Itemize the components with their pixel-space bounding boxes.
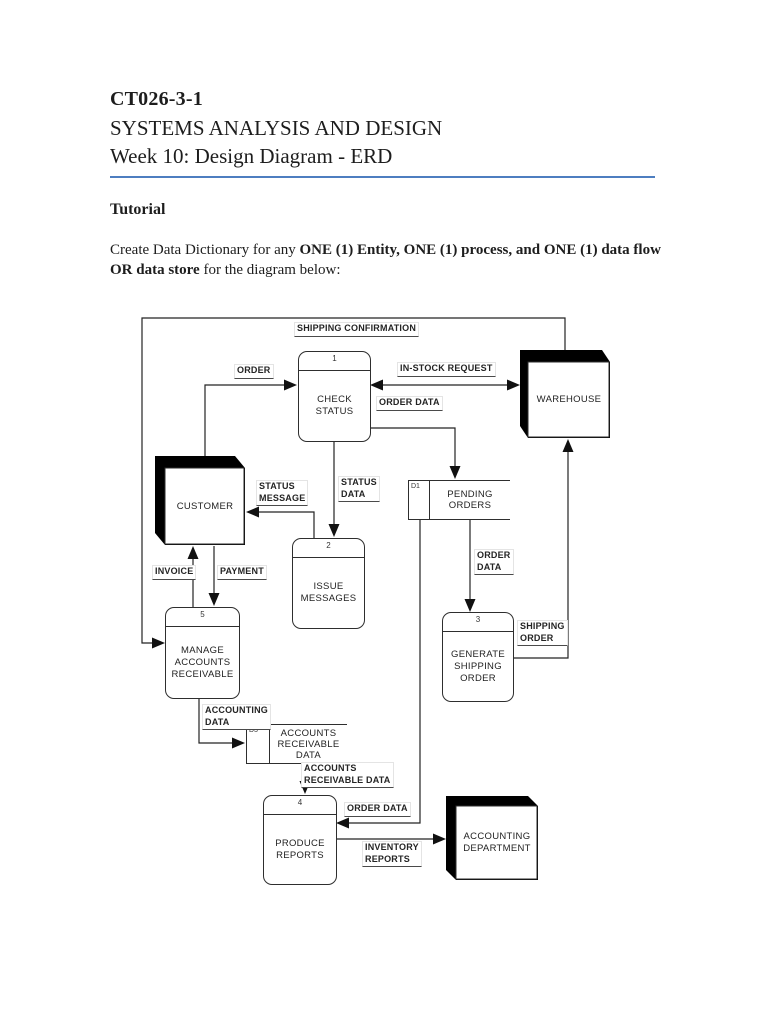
entity-3d-shape (520, 350, 610, 438)
datastore-id: D3 (246, 725, 270, 763)
week-title: Week 10: Design Diagram - ERD (110, 144, 393, 168)
entity-accounting-department: ACCOUNTING DEPARTMENT (446, 796, 538, 880)
flow-label-invoice: INVOICE (152, 565, 197, 580)
datastore-pending-orders: D1 PENDING ORDERS (408, 480, 510, 520)
flow-label-status-data: STATUS DATA (338, 476, 380, 502)
process-name: CHECK STATUS (315, 394, 354, 417)
process-manage-accounts-receivable: 5 MANAGE ACCOUNTS RECEIVABLE (165, 607, 240, 699)
process-number: 3 (443, 613, 513, 632)
flow-label-shipping-confirmation: SHIPPING CONFIRMATION (294, 322, 420, 337)
section-heading: Tutorial (110, 201, 166, 218)
process-number: 4 (264, 796, 336, 815)
process-produce-reports: 4 PRODUCE REPORTS (263, 795, 337, 885)
course-code: CT026-3-1 (110, 88, 203, 110)
datastore-id: D1 (408, 481, 430, 519)
flow-label-accounts-receivable-data: ACCOUNTS RECEIVABLE DATA (301, 762, 394, 788)
process-issue-messages: 2 ISSUE MESSAGES (292, 538, 365, 629)
flow-label-inventory-reports: INVENTORY REPORTS (362, 841, 422, 867)
header-rule-divider (110, 176, 655, 178)
instruction-suffix: for the diagram below: (199, 262, 341, 278)
entity-3d-shape (446, 796, 538, 880)
instruction-text: Create Data Dictionary for any ONE (1) E… (110, 240, 666, 280)
process-number: 5 (166, 608, 239, 627)
flow-label-shipping-order: SHIPPING ORDER (517, 620, 568, 646)
process-number: 2 (293, 539, 364, 558)
datastore-accounts-receivable-data: D3 ACCOUNTS RECEIVABLE DATA (246, 724, 347, 764)
datastore-name: ACCOUNTS RECEIVABLE DATA (277, 727, 340, 761)
flow-label-status-message: STATUS MESSAGE (256, 480, 309, 506)
entity-customer: CUSTOMER (155, 456, 245, 545)
process-name: PRODUCE REPORTS (275, 837, 325, 861)
course-title: SYSTEMS ANALYSIS AND DESIGN (110, 116, 443, 140)
entity-accounting-department-label: ACCOUNTING DEPARTMENT (463, 831, 531, 854)
flow-label-order-data-bottom: ORDER DATA (344, 802, 411, 817)
flow-label-order-data-mid: ORDER DATA (474, 549, 514, 575)
instruction-prefix: Create Data Dictionary for any (110, 242, 300, 258)
process-name: MANAGE ACCOUNTS RECEIVABLE (171, 644, 234, 680)
process-name: ISSUE MESSAGES (300, 581, 357, 604)
flow-label-in-stock-request: IN-STOCK REQUEST (397, 362, 496, 377)
entity-3d-shape (155, 456, 245, 545)
process-name: GENERATE SHIPPING ORDER (451, 648, 505, 684)
process-generate-shipping-order: 3 GENERATE SHIPPING ORDER (442, 612, 514, 702)
entity-customer-label: CUSTOMER (176, 500, 234, 512)
entity-warehouse-label: WAREHOUSE (536, 394, 602, 405)
datastore-name: PENDING ORDERS (447, 489, 493, 511)
instruction-bold: ONE (1) Entity, ONE (1) process, and ONE… (110, 242, 661, 278)
entity-warehouse: WAREHOUSE (520, 350, 610, 438)
process-number: 1 (299, 352, 370, 371)
flow-label-accounting-data: ACCOUNTING DATA (202, 704, 271, 730)
process-check-status: 1 CHECK STATUS (298, 351, 371, 442)
flow-label-order: ORDER (234, 364, 274, 379)
flow-label-payment: PAYMENT (217, 565, 267, 580)
flow-label-order-data-top: ORDER DATA (376, 396, 443, 411)
